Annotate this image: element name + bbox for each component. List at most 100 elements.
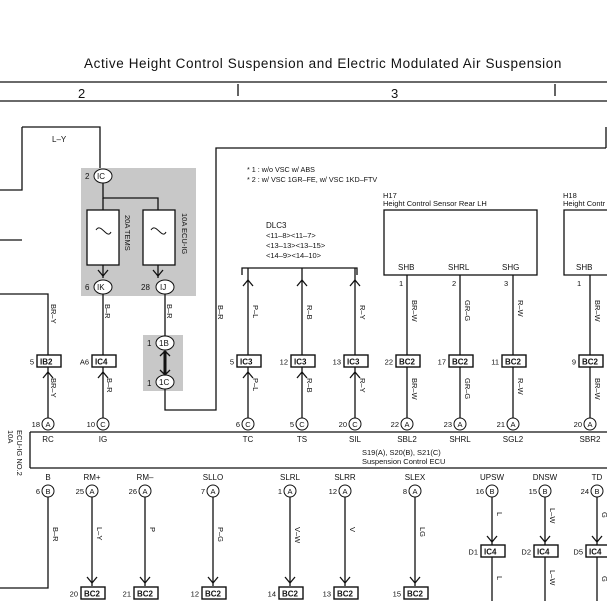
arrow-down-icon [97, 269, 109, 278]
ecu-pin-connector: A [510, 420, 515, 429]
connector-box [133, 586, 159, 600]
ecu-pin-number: 26 [129, 487, 137, 496]
fuse-symbol [95, 227, 112, 235]
fuse-bus [102, 183, 159, 210]
ecu-pin-name: B [45, 473, 50, 482]
connector-label: BC2 [282, 590, 299, 599]
dlc3-name: DLC3 [266, 221, 287, 230]
upper-wiring: A18RCIB25C10IGIC4A6C6TCIC35C5TSIC312C20S… [30, 268, 604, 444]
ecu-pin-number: 1 [278, 487, 282, 496]
pin-number: 17 [438, 358, 446, 367]
lower-wiring: BB6RM+A25RM–A26SLLOA7SLRLA1SLRRA12SLEXA8… [0, 473, 607, 601]
sensor-pin: SHB [398, 263, 414, 272]
sensor-h18 [563, 209, 607, 276]
pin-number: 1 [147, 379, 152, 388]
wire-color-label: BR–Y [49, 304, 58, 324]
fuse-20a-tems [86, 209, 120, 266]
pin-number: 1 [147, 339, 152, 348]
wire-color-label: BR–Y [49, 378, 58, 398]
sensor-h17 [383, 209, 538, 276]
dlc3-pin-map: <14–9><14–10> [266, 251, 322, 260]
ecu-pin-name: SLRL [280, 473, 301, 482]
ecu-pin-connector: C [100, 420, 106, 429]
ecu-name: Suspension Control ECU [362, 457, 445, 466]
ecu-pin-name: IG [99, 435, 107, 444]
wire-color-label: B–R [165, 304, 174, 319]
arrow-down-icon [86, 576, 98, 585]
wire-color-label: P–G [216, 527, 225, 542]
pin-number: 9 [572, 358, 576, 367]
pin-number: 5 [30, 358, 34, 367]
arrow-up-icon [242, 278, 254, 287]
connector-box [278, 586, 304, 600]
ecu-pin-connector: B [542, 487, 547, 496]
pin-number: 2 [85, 172, 90, 181]
ecu-pin-connector: A [45, 420, 50, 429]
fuse-10a-ecu-ig [142, 209, 176, 266]
ecu-pin-connector: A [142, 487, 147, 496]
wire-color-label: L–Y [52, 135, 67, 144]
connector-box [585, 544, 607, 558]
pin-number: 12 [191, 590, 199, 599]
wire-segment [0, 497, 49, 589]
arrow-down-icon [207, 576, 219, 585]
ecu-pin-name: RM+ [83, 473, 100, 482]
ecu-pin-number: 5 [290, 420, 294, 429]
connector-label: BC2 [407, 590, 424, 599]
wire-color-label: B–R [105, 378, 114, 393]
pin-number: 2 [452, 279, 456, 288]
wire-color-label: BR–W [593, 378, 602, 401]
connector-label: IC3 [347, 358, 360, 367]
ecu-pin-name: TC [243, 435, 254, 444]
wire-color-label: L–W [548, 508, 557, 524]
wire-color-label: B–R [103, 304, 112, 319]
ecu-pin-number: 21 [497, 420, 505, 429]
ecu-pin-number: 22 [391, 420, 399, 429]
ecu-connector-list: S19(A), S20(B), S21(C) [362, 448, 441, 457]
wire-color-label: P–L [251, 378, 260, 391]
pin-number: 13 [323, 590, 331, 599]
wire-color-label: GR–G [463, 378, 472, 399]
wire-color-label: GR–G [463, 300, 472, 321]
arrow-down-icon [339, 576, 351, 585]
wire-color-label: R–W [516, 300, 525, 318]
column-number: 3 [391, 86, 398, 101]
ecu-pin-number: 12 [329, 487, 337, 496]
ecu-pin-number: 20 [574, 420, 582, 429]
arrow-up-icon [159, 350, 171, 357]
arrow-down-icon [591, 535, 603, 544]
wire-color-label: L–W [548, 570, 557, 586]
sensor-pin: SHB [576, 263, 592, 272]
connector-label: BC2 [452, 358, 469, 367]
pin-number: A6 [80, 358, 89, 367]
ecu-pin-number: 8 [403, 487, 407, 496]
connector-box [236, 354, 262, 368]
arrow-down-icon [152, 269, 164, 278]
fuse-label: 10A ECU-IG [180, 213, 189, 254]
connector-label: IB2 [40, 358, 53, 367]
sensor-pin: SHG [502, 263, 519, 272]
connector-label: BC2 [399, 358, 416, 367]
ecu-pin-connector: B [45, 487, 50, 496]
ecu-pin-connector: C [299, 420, 305, 429]
wire-color-label: BR–W [410, 300, 419, 323]
connector-label: 1B [159, 339, 169, 348]
ecu-pin-name: UPSW [480, 473, 504, 482]
ecu-pin-name: RC [42, 435, 54, 444]
wire-color-label: B–R [51, 527, 60, 542]
ecu-pin-name: TS [297, 435, 307, 444]
ecu-pin-name: SBL2 [397, 435, 417, 444]
ecu-pin-connector: C [245, 420, 251, 429]
connector-label: IK [97, 283, 105, 292]
wire-color-label: G [600, 512, 607, 518]
ecu-pin-number: 16 [476, 487, 484, 496]
note-line: * 2 : w/ VSC 1GR–FE, w/ VSC 1KD–FTV [247, 175, 377, 184]
ecu-pin-connector: A [412, 487, 417, 496]
connector-label: IC3 [294, 358, 307, 367]
pin-number: D1 [468, 548, 478, 557]
page-title: Active Height Control Suspension and Ele… [84, 56, 562, 71]
connector-box [80, 586, 106, 600]
connector-label: BC2 [84, 590, 101, 599]
connector-box [533, 544, 559, 558]
